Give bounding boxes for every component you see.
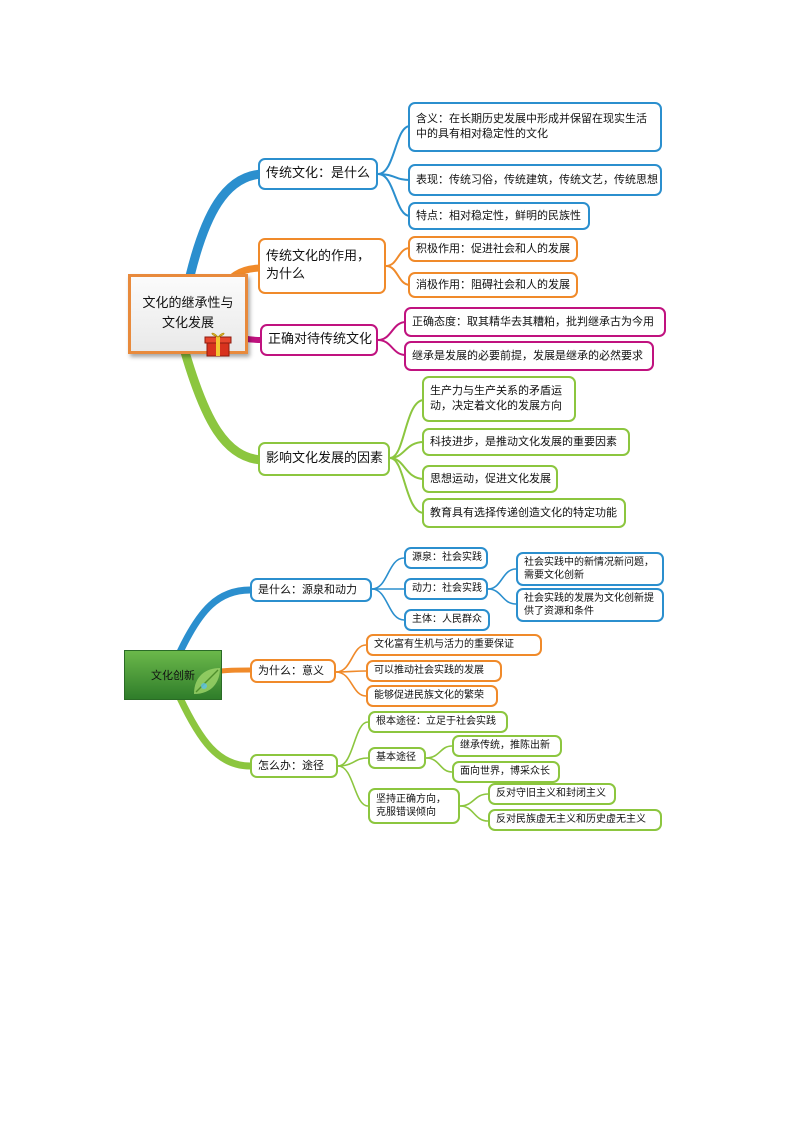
leaf-node: 科技进步，是推动文化发展的重要因素 <box>422 428 630 456</box>
leaf-node: 面向世界，博采众长 <box>452 761 560 783</box>
sub-link <box>389 457 425 514</box>
sub-link <box>337 765 369 807</box>
leaf-node: 文化富有生机与活力的重要保证 <box>366 634 542 656</box>
sub-link <box>337 757 369 767</box>
leaf-node: 消极作用：阻碍社会和人的发展 <box>408 272 578 298</box>
leaf-node: 表现：传统习俗，传统建筑，传统文艺，传统思想 <box>408 164 662 196</box>
branch-node-factors: 影响文化发展的因素 <box>258 442 390 476</box>
branch-node-traditional-culture: 传统文化：是什么 <box>258 158 378 190</box>
leaf-node: 积极作用：促进社会和人的发展 <box>408 236 578 262</box>
leaf-node: 坚持正确方向，克服错误倾向 <box>368 788 460 824</box>
gift-icon <box>204 332 232 357</box>
branch-node-how: 怎么办：途径 <box>250 754 338 778</box>
sub-link <box>337 721 369 767</box>
sub-link <box>385 247 411 267</box>
leaf-node: 能够促进民族文化的繁荣 <box>366 685 498 707</box>
root-label: 文化的继承性与文化发展 <box>142 295 234 331</box>
sub-link <box>459 805 489 822</box>
sub-link <box>425 757 453 773</box>
branch-node-role: 传统文化的作用，为什么 <box>258 238 386 294</box>
sub-link <box>389 399 425 459</box>
sub-link <box>487 568 517 590</box>
sub-link <box>371 557 405 590</box>
sub-link <box>335 671 367 697</box>
leaf-node: 生产力与生产关系的矛盾运动，决定着文化的发展方向 <box>422 376 576 422</box>
leaf-node: 正确态度：取其精华去其糟粕，批判继承古为今用 <box>404 307 666 337</box>
leaf-node: 继承是发展的必要前提，发展是继承的必然要求 <box>404 341 654 371</box>
leaf-node: 反对民族虚无主义和历史虚无主义 <box>488 809 662 831</box>
leaf-node: 社会实践中的新情况新问题，需要文化创新 <box>516 552 664 586</box>
sub-link <box>377 339 407 356</box>
leaf-icon <box>194 668 220 694</box>
leaf-node: 基本途径 <box>368 747 426 769</box>
leaf-node: 源泉：社会实践 <box>404 547 488 569</box>
sub-link <box>377 321 407 341</box>
sub-link <box>425 745 453 759</box>
branch-node-treat-tradition: 正确对待传统文化 <box>260 324 378 356</box>
branch-node-what: 是什么：源泉和动力 <box>250 578 372 602</box>
leaf-node: 含义：在长期历史发展中形成并保留在现实生活中的具有相对稳定性的文化 <box>408 102 662 152</box>
leaf-node: 社会实践的发展为文化创新提供了资源和条件 <box>516 588 664 622</box>
leaf-node: 教育具有选择传递创造文化的特定功能 <box>422 498 626 528</box>
leaf-node: 反对守旧主义和封闭主义 <box>488 783 616 805</box>
sub-link <box>459 793 489 807</box>
branch-link-4 <box>180 347 267 465</box>
leaf-node: 特点：相对稳定性，鲜明的民族性 <box>408 202 590 230</box>
sub-link <box>385 265 411 286</box>
branch-link-7 <box>176 694 254 770</box>
branch-link-1 <box>185 169 267 281</box>
leaf-node: 动力：社会实践 <box>404 578 488 600</box>
sub-link <box>487 588 517 605</box>
leaf-node: 主体：人民群众 <box>404 609 490 631</box>
leaf-node: 可以推动社会实践的发展 <box>366 660 502 682</box>
branch-node-why: 为什么：意义 <box>250 659 336 683</box>
leaf-node: 思想运动，促进文化发展 <box>422 465 558 493</box>
leaf-node: 根本途径：立足于社会实践 <box>368 711 508 733</box>
branch-link-5 <box>176 586 254 656</box>
leaf-node: 继承传统，推陈出新 <box>452 735 562 757</box>
sub-link <box>377 173 411 217</box>
sub-link <box>371 588 405 621</box>
sub-link <box>335 644 367 673</box>
sub-link <box>377 125 411 175</box>
